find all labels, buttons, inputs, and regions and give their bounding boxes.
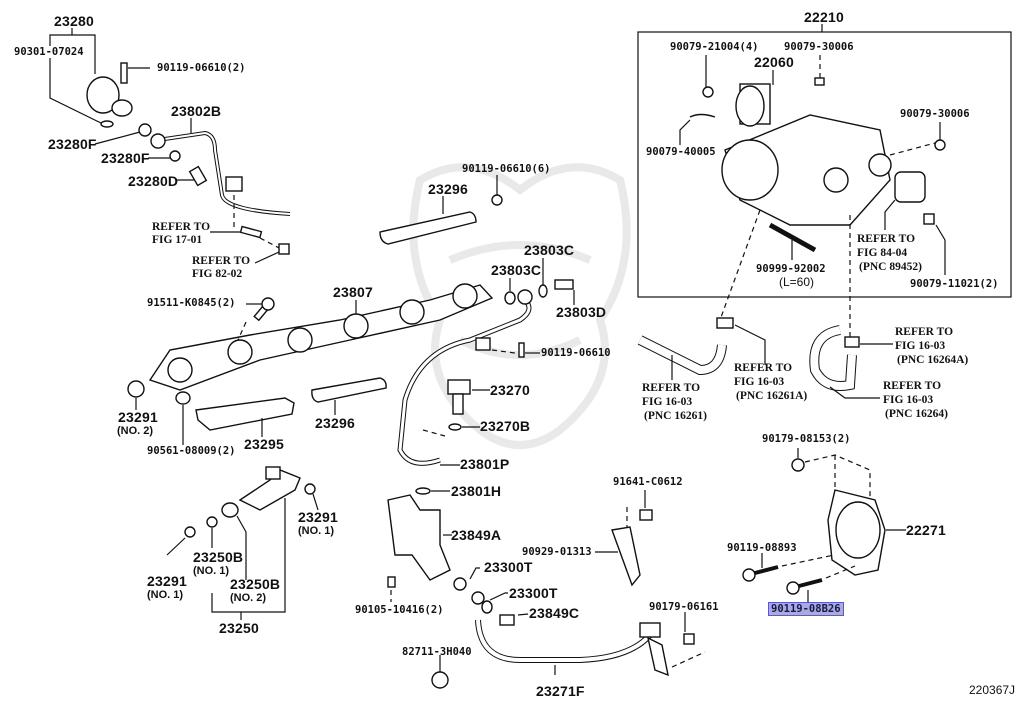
part-label-23849c[interactable]: 23849C	[529, 605, 580, 621]
part-label-22271[interactable]: 22271	[906, 522, 946, 538]
part-label-23803c-a[interactable]: 23803C	[524, 242, 575, 258]
refer-to-label[interactable]: REFER TO	[857, 233, 916, 245]
part-sublabel-no1: (NO. 1)	[193, 565, 230, 577]
part-label-23300t-a[interactable]: 23300T	[484, 559, 533, 575]
part-label-90119-06610[interactable]: 90119-06610	[541, 347, 611, 359]
part-label-23807[interactable]: 23807	[333, 284, 373, 300]
part-label-90079-21004-4[interactable]: 90079-21004(4)	[670, 41, 759, 53]
illustration-code: 220367J	[969, 683, 1016, 697]
part-label-23849a[interactable]: 23849A	[451, 527, 502, 543]
refer-fig-84-04[interactable]: FIG 84-04	[857, 247, 908, 259]
part-label-23803d[interactable]: 23803D	[556, 304, 607, 320]
part-label-23300t-b[interactable]: 23300T	[509, 585, 558, 601]
part-label-23801h[interactable]: 23801H	[451, 483, 502, 499]
refer-fig-16-03[interactable]: FIG 16-03	[895, 340, 946, 352]
part-label-90079-40005[interactable]: 90079-40005	[646, 146, 716, 158]
part-label-90929-01313[interactable]: 90929-01313	[522, 546, 592, 558]
refer-pnc-16264a[interactable]: (PNC 16264A)	[897, 354, 969, 366]
part-label-90105-10416-2[interactable]: 90105-10416(2)	[355, 604, 444, 616]
part-label-91511-k0845-2[interactable]: 91511-K0845(2)	[147, 297, 236, 309]
part-label-23270[interactable]: 23270	[490, 382, 530, 398]
part-sublabel-no1: (NO. 1)	[298, 525, 335, 537]
part-label-90179-06161[interactable]: 90179-06161	[649, 601, 719, 613]
pulsation-damper-23270[interactable]	[447, 379, 471, 415]
part-label-23271f[interactable]: 23271F	[536, 683, 585, 699]
part-label-90079-11021-2[interactable]: 90079-11021(2)	[910, 278, 999, 290]
part-label-23291-no1-left[interactable]: 23291	[147, 573, 187, 589]
gasket-22271[interactable]	[827, 489, 886, 576]
part-label-23296-lower[interactable]: 23296	[315, 415, 355, 431]
refer-fig-82-02[interactable]: FIG 82-02	[192, 268, 243, 280]
part-label-90079-30006-b[interactable]: 90079-30006	[900, 108, 970, 120]
throttle-body-22210[interactable]	[721, 83, 892, 226]
part-label-23295[interactable]: 23295	[244, 436, 284, 452]
part-label-90561-08009-2[interactable]: 90561-08009(2)	[147, 445, 236, 457]
part-label-23270b[interactable]: 23270B	[480, 418, 531, 434]
part-label-23250[interactable]: 23250	[219, 620, 259, 636]
part-label-23280[interactable]: 23280	[54, 13, 94, 29]
part-label-23802b[interactable]: 23802B	[171, 103, 222, 119]
refer-to-label[interactable]: REFER TO	[642, 382, 701, 394]
refer-fig-16-03[interactable]: FIG 16-03	[734, 376, 785, 388]
part-label-23291-no1-right[interactable]: 23291	[298, 509, 338, 525]
part-label-23803c-b[interactable]: 23803C	[491, 262, 542, 278]
refer-to-label[interactable]: REFER TO	[152, 221, 211, 233]
refer-pnc-16264[interactable]: (PNC 16264)	[885, 408, 948, 420]
refer-fig-16-03[interactable]: FIG 16-03	[642, 396, 693, 408]
part-label-23296[interactable]: 23296	[428, 181, 468, 197]
part-sublabel-no2: (NO. 2)	[230, 592, 267, 604]
refer-pnc-16261[interactable]: (PNC 16261)	[644, 410, 707, 422]
part-label-82711-3h040[interactable]: 82711-3H040	[402, 646, 472, 658]
refer-pnc-16261a[interactable]: (PNC 16261A)	[736, 390, 808, 402]
part-label-23250b-no1[interactable]: 23250B	[193, 549, 244, 565]
refer-pnc-89452[interactable]: (PNC 89452)	[859, 261, 922, 273]
pressure-regulator-23280[interactable]	[86, 76, 133, 117]
throttle-body-group-box	[637, 31, 1012, 298]
part-label-23280f-b[interactable]: 23280F	[101, 150, 150, 166]
part-label-23801p[interactable]: 23801P	[460, 456, 510, 472]
fuel-injector-23250[interactable]	[238, 466, 301, 511]
part-label-22060[interactable]: 22060	[754, 54, 794, 70]
part-sublabel-length: (L=60)	[779, 275, 815, 289]
part-label-22210[interactable]: 22210	[804, 9, 844, 25]
refer-fig-17-01[interactable]: FIG 17-01	[152, 234, 203, 246]
part-label-90999-92002[interactable]: 90999-92002	[756, 263, 826, 275]
part-label-23250b-no2[interactable]: 23250B	[230, 576, 281, 592]
part-label-90179-08153-2[interactable]: 90179-08153(2)	[762, 433, 851, 445]
part-sublabel-no2: (NO. 2)	[117, 425, 154, 437]
part-label-90119-06610-6[interactable]: 90119-06610(6)	[462, 163, 551, 175]
refer-to-label[interactable]: REFER TO	[192, 255, 251, 267]
part-label-23280d[interactable]: 23280D	[128, 173, 179, 189]
refer-to-label[interactable]: REFER TO	[883, 380, 942, 392]
bolt-icon	[120, 62, 128, 84]
part-label-90119-08b26-highlighted[interactable]: 90119-08B26	[768, 602, 844, 616]
part-label-23280f-a[interactable]: 23280F	[48, 136, 97, 152]
refer-to-label[interactable]: REFER TO	[734, 362, 793, 374]
part-label-90119-08893[interactable]: 90119-08893	[727, 542, 797, 554]
part-label-91641-c0612[interactable]: 91641-C0612	[613, 476, 683, 488]
refer-fig-16-03[interactable]: FIG 16-03	[883, 394, 934, 406]
part-label-90119-06610-2[interactable]: 90119-06610(2)	[157, 62, 246, 74]
part-sublabel-no1: (NO. 1)	[147, 589, 184, 601]
part-label-90301-07024[interactable]: 90301-07024	[14, 46, 84, 58]
part-label-23291-no2[interactable]: 23291	[118, 409, 158, 425]
refer-to-label[interactable]: REFER TO	[895, 326, 954, 338]
part-label-90079-30006-a[interactable]: 90079-30006	[784, 41, 854, 53]
